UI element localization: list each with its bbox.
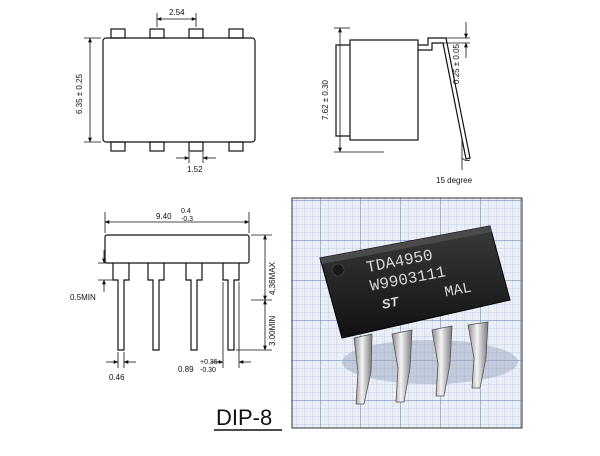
photo-chip-top-edge xyxy=(320,226,492,264)
lead-span-label: 7.62 ± 0.30 xyxy=(321,79,330,120)
lead-span-dimension xyxy=(334,27,384,153)
side-view-lead-left xyxy=(335,44,350,137)
body-width-dimension xyxy=(84,37,101,143)
side-view-body xyxy=(349,39,419,141)
top-view-pins-bottom xyxy=(110,141,244,152)
photo-frame xyxy=(291,197,523,429)
marking-line3: MAL xyxy=(443,280,473,302)
pitch-label: 2.54 xyxy=(169,8,185,17)
lead-angle-label: 15 degree xyxy=(436,176,473,185)
angle-indicator xyxy=(461,140,471,170)
top-view-pins-top xyxy=(110,28,244,39)
top-view xyxy=(84,13,256,163)
body-length-tol-plus: 0.4 xyxy=(181,208,191,215)
body-length-label: 9.40 xyxy=(156,212,172,221)
side-view-lead-right xyxy=(418,37,471,160)
pin1-dot xyxy=(331,263,345,277)
lead-thickness-dimension xyxy=(440,22,470,58)
standoff-label: 0.5MIN xyxy=(70,293,96,302)
shoulder-width-dimension xyxy=(211,282,251,368)
lead-length-label: 3.00MIN xyxy=(268,316,277,346)
pin-width-dimension xyxy=(176,152,216,163)
chip-photo: TDA4950 W9903111 ST MAL xyxy=(291,197,523,429)
photo-leads-front xyxy=(353,321,489,405)
st-logo: ST xyxy=(380,294,400,312)
standoff-dimension xyxy=(98,250,117,292)
front-view xyxy=(98,212,272,368)
front-view-pins xyxy=(112,263,240,351)
lead-length-dimension xyxy=(236,299,272,351)
pitch-dimension xyxy=(156,13,197,27)
package-caption: DIP-8 xyxy=(216,405,272,430)
body-length-dimension xyxy=(104,212,250,233)
shoulder-tol-plus: +0.35 xyxy=(200,359,218,366)
lead-width-dimension xyxy=(106,352,136,368)
pin-width-label: 1.52 xyxy=(187,165,203,174)
front-view-body xyxy=(104,234,250,264)
height-max-dimension xyxy=(251,234,272,301)
lead-thickness-label: 0.25 ± 0.05 xyxy=(452,43,461,84)
height-max-label: 4.36MAX xyxy=(268,261,277,295)
shoulder-tol-minus: -0.30 xyxy=(200,367,216,374)
lead-width-label: 0.46 xyxy=(109,373,125,382)
top-view-body xyxy=(102,37,256,143)
body-width-label: 6.35 ± 0.25 xyxy=(75,73,84,114)
body-length-tol-minus: -0.3 xyxy=(181,216,193,223)
shoulder-width-label: 0.89 xyxy=(178,365,194,374)
side-view xyxy=(334,22,471,170)
